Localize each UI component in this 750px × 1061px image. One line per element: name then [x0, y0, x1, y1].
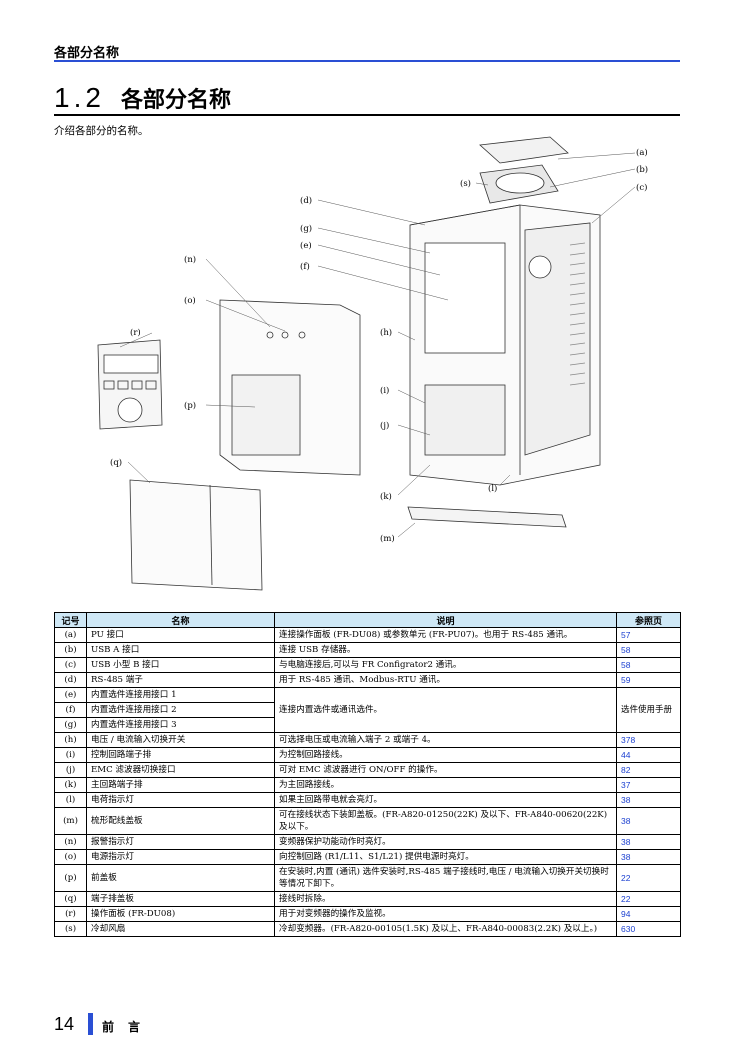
page-ref-link[interactable]: 37	[616, 777, 681, 793]
callout-h: (h)	[380, 327, 392, 338]
table-row: (f) 内置选件连接用接口 2	[54, 702, 681, 718]
callout-b: (b)	[636, 164, 648, 175]
page-ref-link[interactable]: 57	[616, 627, 681, 643]
running-header: 各部分名称	[54, 46, 120, 61]
col-header-ref: 参照页	[616, 612, 681, 628]
table-row: (n) 报警指示灯 变频器保护功能动作时亮灯。 38	[54, 834, 681, 850]
table-row: (r) 操作面板 (FR-DU08) 用于对变频器的操作及监视。 94	[54, 906, 681, 922]
callout-m: (m)	[380, 533, 395, 544]
page-ref-link[interactable]: 22	[616, 891, 681, 907]
table-row: (o) 电源指示灯 向控制回路 (R1/L11、S1/L21) 提供电源时亮灯。…	[54, 849, 681, 865]
page-ref-link[interactable]: 58	[616, 657, 681, 673]
callout-i: (i)	[380, 385, 389, 396]
table-row: (l) 电荷指示灯 如果主回路带电就会亮灯。 38	[54, 792, 681, 808]
intro-text: 介绍各部分的名称。	[54, 125, 149, 137]
col-header-mark: 记号	[54, 612, 87, 628]
col-header-desc: 说明	[274, 612, 617, 628]
callout-s: (s)	[460, 178, 471, 189]
fan-frame-shape	[479, 136, 569, 164]
callout-k: (k)	[380, 491, 392, 502]
table-row: (k) 主回路端子排 为主回路接线。 37	[54, 777, 681, 793]
page-ref-link[interactable]: 59	[616, 672, 681, 688]
section-title: 各部分名称	[120, 88, 231, 113]
table-row: (q) 端子排盖板 接线时拆除。 22	[54, 891, 681, 907]
callout-r: (r)	[130, 327, 141, 338]
inverter-parts-illustration: (a) (b) (c) (d) (g) (e) (f) (h) (i) (j) …	[97, 136, 648, 591]
table-row: (b) USB A 接口 连接 USB 存储器。 58	[54, 642, 681, 658]
callout-j: (j)	[380, 420, 389, 431]
table-row: (m) 梳形配线盖板 可在接线状态下装卸盖板。(FR-A820-01250(22…	[54, 807, 681, 835]
page-ref-link[interactable]: 378	[616, 732, 681, 748]
header-rule	[54, 60, 680, 62]
table-row: (s) 冷却风扇 冷却变频器。(FR-A820-00105(1.5K) 及以上、…	[54, 921, 681, 937]
page-ref-link[interactable]: 630	[616, 921, 681, 937]
table-header-row: 记号 名称 说明 参照页	[54, 612, 681, 628]
table-row: (p) 前盖板 在安装时,内置 (通讯) 选件安装时,RS-485 端子接线时,…	[54, 864, 681, 892]
callout-a: (a)	[636, 147, 648, 158]
callout-e: (e)	[300, 240, 312, 251]
footer-section-label: 前言	[102, 1020, 155, 1034]
callout-p: (p)	[184, 400, 196, 411]
col-header-name: 名称	[86, 612, 275, 628]
comb-cover-shape	[407, 506, 567, 528]
option-manual-ref: 选件使用手册	[616, 687, 681, 733]
page-number: 14	[54, 1014, 75, 1034]
page-ref-link[interactable]: 94	[616, 906, 681, 922]
parts-table: 记号 名称 说明 参照页 (a) PU 接口 连接操作面板 (FR-DU08) …	[54, 612, 681, 937]
terminal-cover-shape	[129, 479, 263, 591]
callout-d: (d)	[300, 195, 312, 206]
page-ref-link[interactable]: 38	[616, 849, 681, 865]
table-row: (c) USB 小型 B 接口 与电脑连接后,可以与 FR Configrato…	[54, 657, 681, 673]
table-row: (h) 电压 / 电流输入切换开关 可选择电压或电流输入端子 2 或端子 4。 …	[54, 732, 681, 748]
callout-g: (g)	[300, 223, 312, 234]
heading-rule	[54, 114, 680, 116]
table-row: (i) 控制回路端子排 为控制回路接线。 44	[54, 747, 681, 763]
section-number: 1.2	[54, 82, 105, 113]
callout-q: (q)	[110, 457, 122, 468]
page-ref-link[interactable]: 38	[616, 792, 681, 808]
section-heading: 1.2 各部分名称	[54, 82, 231, 114]
page-ref-link[interactable]: 58	[616, 642, 681, 658]
footer-accent-bar	[88, 1013, 93, 1035]
callout-o: (o)	[184, 295, 196, 306]
callout-f: (f)	[300, 261, 310, 272]
callout-n: (n)	[184, 254, 196, 265]
callout-c: (c)	[636, 182, 647, 193]
page-ref-link[interactable]: 38	[616, 834, 681, 850]
table-row: (d) RS-485 端子 用于 RS-485 通讯、Modbus-RTU 通讯…	[54, 672, 681, 688]
page-ref-link[interactable]: 22	[616, 864, 681, 892]
page-ref-link[interactable]: 82	[616, 762, 681, 778]
table-row: (a) PU 接口 连接操作面板 (FR-DU08) 或参数单元 (FR-PU0…	[54, 627, 681, 643]
page-ref-link[interactable]: 38	[616, 807, 681, 835]
callout-l: (l)	[488, 483, 497, 494]
table-row: (e) 内置选件连接用接口 1 连接内置选件或通讯选件。 选件使用手册	[54, 687, 681, 733]
page-ref-link[interactable]: 44	[616, 747, 681, 763]
table-row: (j) EMC 滤波器切换接口 可对 EMC 滤波器进行 ON/OFF 的操作。…	[54, 762, 681, 778]
